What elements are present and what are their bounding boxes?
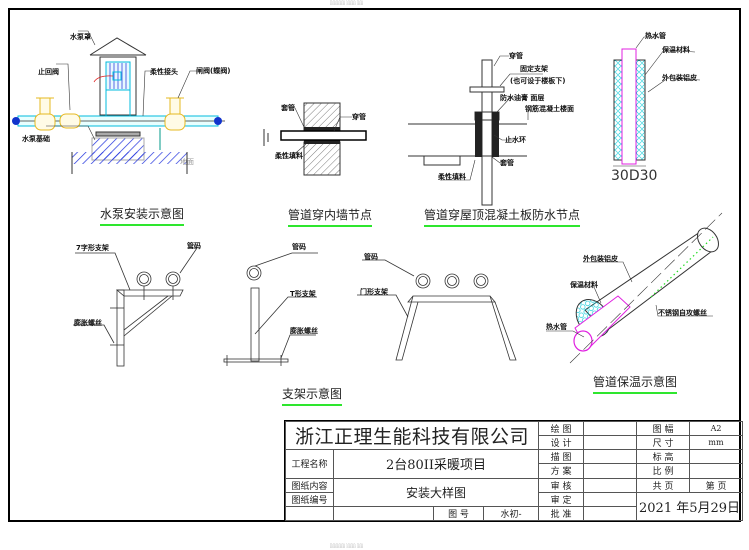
elevation-label: 标 高 xyxy=(636,449,691,465)
role-approve-value xyxy=(583,491,638,507)
label-door-bracket: 门形支架 xyxy=(360,288,388,296)
blank-cell-2 xyxy=(333,505,434,522)
number-label: 图纸编号 xyxy=(285,491,334,507)
label-section-hot-pipe: 热水管 xyxy=(645,32,666,40)
label-sealant: 柔性填料 xyxy=(275,152,303,160)
label-roof-filler: 柔性填料 xyxy=(438,173,466,181)
content-label: 图纸内容 xyxy=(285,477,334,493)
role-drawn-value xyxy=(583,420,638,437)
support-door-drawing xyxy=(357,259,517,361)
insulation-3d-drawing xyxy=(569,212,723,364)
total-pages-label: 共 页 xyxy=(636,477,691,493)
project-value: 2台80II采暖项目 xyxy=(332,449,540,479)
caption-insulation: 管道保温示意图 xyxy=(593,373,678,394)
pump-drawing xyxy=(12,37,225,174)
label-fixed-support: 固定支架 xyxy=(520,65,548,73)
scale-value xyxy=(689,463,744,479)
content-value: 安装大样图 xyxy=(332,477,540,507)
label-clamp-1: 管码 xyxy=(187,242,201,250)
drawing-no-value: 水初- xyxy=(482,505,540,522)
label-t-bracket: T形支架 xyxy=(290,290,316,298)
role-review-value xyxy=(583,477,638,493)
label-pump-foundation: 水泵基础 xyxy=(22,135,50,143)
label-anchor-bolt-1: 膨胀螺丝 xyxy=(74,319,102,327)
label-section-insulation: 保温材料 xyxy=(662,46,690,54)
label-flex-joint: 柔性接头 xyxy=(150,68,178,76)
label-clamp-3: 管码 xyxy=(364,253,378,261)
label-gate-valve: 闸阀(蝶阀) xyxy=(196,67,231,75)
role-design: 设 计 xyxy=(538,435,585,451)
sheet-size-value: A2 xyxy=(689,420,744,437)
role-scheme-value xyxy=(583,463,638,479)
caption-pump: 水泵安装示意图 xyxy=(100,205,185,226)
roof-drawing xyxy=(408,59,527,206)
company-name: 浙江正理生能科技有限公司 xyxy=(284,420,540,451)
blank-cell xyxy=(285,505,334,522)
role-ratify-value xyxy=(583,505,638,522)
support-7-drawing xyxy=(73,247,198,367)
caption-roof: 管道穿屋顶混凝土板防水节点 xyxy=(424,206,581,227)
wall-drawing xyxy=(263,102,367,176)
role-trace: 描 图 xyxy=(538,449,585,465)
role-drawn: 绘 图 xyxy=(538,420,585,437)
label-roof-pipe: 穿管 xyxy=(509,52,523,60)
footer-note: ░░░░░ ░░░ ░░ xyxy=(330,543,364,548)
drawing-no-label: 图 号 xyxy=(433,505,484,522)
dimension-30d30: 30D30 xyxy=(611,168,658,184)
scale-label: 比 例 xyxy=(636,463,691,479)
sheet-size-label: 图 幅 xyxy=(636,420,691,437)
insulation-section-drawing xyxy=(613,48,646,167)
role-review: 审 核 xyxy=(538,477,585,493)
unit-value: mm xyxy=(689,435,744,451)
label-support-note: (也可设于楼板下) xyxy=(510,77,566,85)
label-3d-cladding: 外包装铝皮 xyxy=(583,255,618,263)
label-clamp-2: 管码 xyxy=(292,243,306,251)
label-7-bracket: 7字形支架 xyxy=(76,244,109,252)
page-label: 第 页 xyxy=(689,477,744,493)
role-approve: 审 定 xyxy=(538,491,585,507)
label-anchor-bolt-2: 膨胀螺丝 xyxy=(290,327,318,335)
header-note: ░░░░░ ░░░ ░░ xyxy=(330,0,364,5)
elevation-value xyxy=(689,449,744,465)
role-scheme: 方 案 xyxy=(538,463,585,479)
label-check-valve: 止回阀 xyxy=(38,68,59,76)
project-label: 工程名称 xyxy=(285,449,334,479)
label-roof-sleeve: 套管 xyxy=(500,159,514,167)
label-3d-hot-pipe: 热水管 xyxy=(546,323,567,331)
role-design-value xyxy=(583,435,638,451)
label-pump-cover: 水泵罩 xyxy=(70,33,91,41)
label-sleeve: 套管 xyxy=(281,104,295,112)
label-through-pipe: 穿管 xyxy=(352,113,366,121)
label-floor: 地面 xyxy=(180,158,194,166)
role-ratify: 批 准 xyxy=(538,505,585,522)
label-water-ring: 止水环 xyxy=(505,136,526,144)
title-block: 浙江正理生能科技有限公司 绘 图 图 幅 A2 设 计 尺 寸 mm 工程名称 … xyxy=(284,420,744,522)
label-section-cladding: 外包装铝皮 xyxy=(662,74,697,82)
support-t-drawing xyxy=(223,252,318,366)
drawing-date: 2021 年5月29日 xyxy=(636,491,744,522)
role-trace-value xyxy=(583,449,638,465)
label-3d-screw: 不锈钢自攻螺丝 xyxy=(658,309,707,317)
label-waterproof: 防水油膏 面层 xyxy=(500,94,545,102)
label-concrete: 钢筋混凝土楼面 xyxy=(525,105,574,113)
unit-label: 尺 寸 xyxy=(636,435,691,451)
caption-wall: 管道穿内墙节点 xyxy=(288,206,373,227)
caption-supports: 支架示意图 xyxy=(282,385,343,406)
label-3d-insulation: 保温材料 xyxy=(570,281,598,289)
